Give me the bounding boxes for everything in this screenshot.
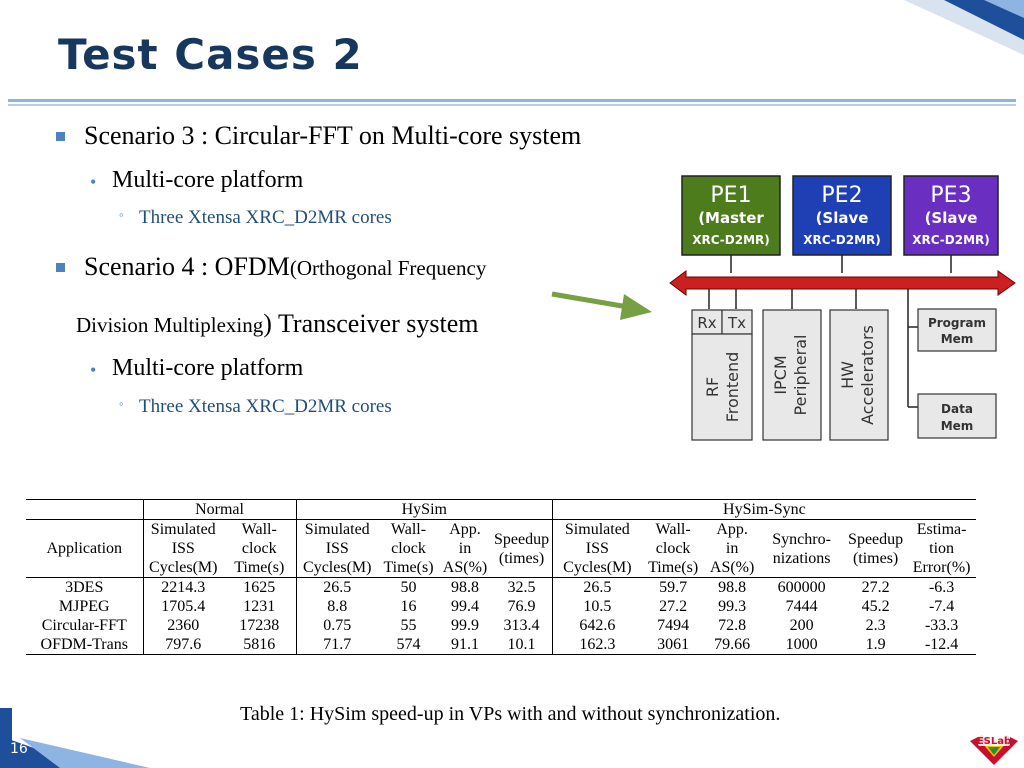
pe2-role: (Slave	[816, 209, 869, 227]
data-mem-label-1: Data	[941, 402, 973, 416]
header-application: Application	[26, 519, 143, 578]
pe3-name: PE3	[930, 183, 971, 208]
pe2-box: PE2 (Slave XRC-D2MR)	[792, 175, 892, 256]
group-normal: Normal	[142, 499, 296, 520]
data-mem-block: Data Mem	[917, 393, 997, 439]
pe2-core: XRC-D2MR)	[803, 233, 881, 247]
header-sync-synchro: Synchro-nizations	[772, 530, 831, 567]
scenario4-platform-bullet: • Multi-core platform	[90, 355, 304, 382]
scenario4-title-paren-close: Division Multiplexing	[76, 313, 264, 337]
header-sync-speedup: Speedup(times)	[848, 530, 904, 567]
program-mem-block: Program Mem	[917, 308, 997, 352]
eslab-logo: ESLab	[970, 734, 1018, 765]
ipcm-peripheral-block: IPCM Peripheral	[762, 309, 822, 441]
scenario3-title: Scenario 3 : Circular-FFT on Multi-core …	[84, 121, 582, 150]
pointer-arrow-icon	[551, 291, 652, 320]
rf-frontend-block: Rx Tx RF Frontend	[691, 309, 753, 441]
scenario4-cores-bullet: ◦ Three Xtensa XRC_D2MR cores	[119, 396, 392, 418]
hw-accelerators-block: HW Accelerators	[829, 309, 889, 441]
pe3-core: XRC-D2MR)	[912, 233, 990, 247]
hw-label-2: Accelerators	[858, 325, 877, 425]
scenario3-bullet: Scenario 3 : Circular-FFT on Multi-core …	[56, 121, 582, 151]
pe3-box: PE3 (Slave XRC-D2MR)	[903, 175, 999, 256]
logo-text: ESLab	[977, 736, 1011, 747]
rx-label: Rx	[697, 314, 716, 332]
scenario3-platform: Multi-core platform	[112, 167, 304, 193]
square-bullet-icon	[56, 263, 65, 272]
architecture-diagram: PE1 (Master XRC-D2MR) PE2 (Slave XRC-D2M…	[669, 175, 1016, 441]
slide-number: 16	[10, 741, 28, 757]
data-mem-label-2: Mem	[941, 419, 974, 433]
ring-bullet-icon: ◦	[119, 207, 124, 222]
ipcm-label-1: IPCM	[771, 355, 790, 394]
rf-label-1: RF	[703, 377, 722, 397]
dot-bullet-icon: •	[90, 172, 97, 192]
tx-label: Tx	[727, 314, 746, 332]
pe3-role: (Slave	[925, 209, 978, 227]
corner-decoration-top	[904, 0, 1024, 55]
ring-bullet-icon: ◦	[119, 396, 124, 411]
pe1-role: (Master	[698, 209, 764, 227]
title-rule-secondary	[8, 104, 1016, 106]
system-bus	[669, 270, 1016, 296]
table-caption: Table 1: HySim speed-up in VPs with and …	[240, 703, 781, 725]
results-table: Normal HySim HySim-Sync Application Simu…	[26, 499, 976, 655]
ipcm-label-2: Peripheral	[791, 335, 810, 416]
hw-label-1: HW	[838, 361, 857, 389]
scenario3-platform-bullet: • Multi-core platform	[90, 167, 304, 194]
rf-label-2: Frontend	[723, 352, 742, 423]
header-hysim-speedup: Speedup(times)	[494, 530, 550, 567]
group-hysim: HySim	[295, 499, 553, 520]
scenario3-cores-bullet: ◦ Three Xtensa XRC_D2MR cores	[119, 207, 392, 229]
program-mem-label-1: Program	[928, 316, 986, 330]
pe1-box: PE1 (Master XRC-D2MR)	[681, 175, 781, 256]
scenario4-bullet: Scenario 4 : OFDM(Orthogonal Frequency	[56, 252, 487, 282]
scenario4-title-tail: ) Transceiver system	[263, 309, 479, 338]
scenario4-title-continued: Division Multiplexing) Transceiver syste…	[76, 309, 478, 339]
pe1-core: XRC-D2MR)	[692, 233, 770, 247]
dot-bullet-icon: •	[90, 360, 97, 380]
pe2-name: PE2	[821, 183, 862, 208]
group-hysim-sync: HySim-Sync	[552, 499, 976, 520]
square-bullet-icon	[56, 132, 65, 141]
pe1-name: PE1	[710, 183, 751, 208]
corner-decoration-bottom	[0, 708, 150, 768]
scenario4-cores: Three Xtensa XRC_D2MR cores	[139, 396, 392, 417]
scenario4-title-paren: (Orthogonal Frequency	[289, 256, 487, 280]
title-rule	[8, 99, 1016, 102]
program-mem-label-2: Mem	[941, 332, 974, 346]
table-group-header-row: Normal HySim HySim-Sync	[26, 499, 976, 520]
scenario4-title-lead: Scenario 4 : OFDM	[84, 252, 290, 281]
page-title: Test Cases 2	[58, 30, 363, 79]
scenario4-platform: Multi-core platform	[112, 355, 304, 381]
scenario3-cores: Three Xtensa XRC_D2MR cores	[139, 207, 392, 228]
